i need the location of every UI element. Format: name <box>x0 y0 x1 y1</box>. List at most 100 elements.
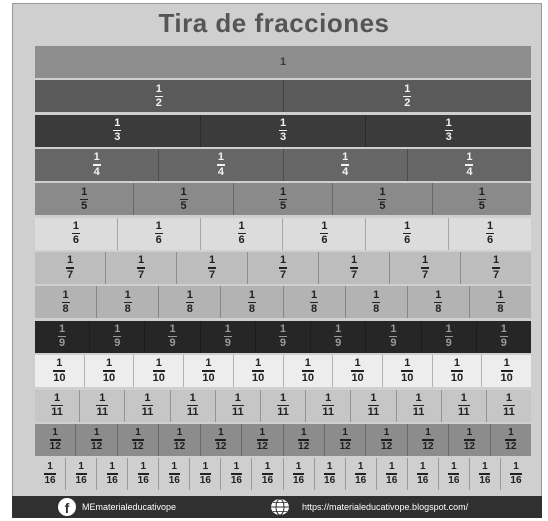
fraction-numerator: 1 <box>300 427 307 439</box>
fraction-numerator: 1 <box>466 151 473 164</box>
fraction-numerator: 1 <box>171 461 178 473</box>
fraction-denominator: 2 <box>155 97 162 110</box>
fraction-denominator: 4 <box>93 165 100 178</box>
fraction-bar <box>403 233 412 235</box>
fraction-numerator: 1 <box>279 391 287 404</box>
fraction-numerator: 1 <box>321 220 328 233</box>
fraction-bar <box>102 370 116 372</box>
footer-bar: f MEmaterialeducativope https://material… <box>12 496 542 518</box>
fraction-numerator: 1 <box>466 427 473 439</box>
website-link[interactable]: https://materialeducativope.blogspot.com… <box>302 502 469 512</box>
fraction-bar <box>341 164 350 166</box>
fraction-denominator: 7 <box>208 268 216 281</box>
fraction-denominator: 5 <box>379 200 386 213</box>
fraction-bar <box>444 129 453 132</box>
fraction-bar <box>96 404 109 407</box>
fraction-bar <box>173 439 186 441</box>
fraction-numerator: 1 <box>255 357 262 370</box>
fraction-denominator: 16 <box>44 474 56 486</box>
fraction-denominator: 16 <box>324 474 336 486</box>
fraction-numerator: 1 <box>383 427 390 439</box>
fraction-numerator: 1 <box>482 461 488 473</box>
fraction-numerator: 1 <box>370 391 377 404</box>
fraction-numerator: 1 <box>497 288 504 301</box>
fraction-numerator: 1 <box>415 391 422 404</box>
fraction-denominator: 4 <box>217 165 224 178</box>
fraction-row-1: 1 <box>35 46 531 78</box>
fraction-denominator: 12 <box>463 440 475 452</box>
fraction-numerator: 1 <box>155 357 162 370</box>
fraction-bar <box>51 404 63 407</box>
fraction-bar <box>141 404 154 407</box>
fraction-numerator: 1 <box>66 254 74 267</box>
fraction-bar <box>491 267 501 269</box>
fraction-denominator: 8 <box>62 303 69 316</box>
facebook-icon[interactable]: f <box>58 498 76 516</box>
fraction-numerator: 1 <box>350 254 358 267</box>
fraction-bar <box>503 404 515 407</box>
facebook-handle[interactable]: MEmaterialeducativope <box>82 502 177 512</box>
fraction-denominator: 9 <box>59 337 66 350</box>
fraction-bar <box>322 404 335 407</box>
fraction-denominator: 16 <box>137 474 149 486</box>
fraction-numerator: 1 <box>99 391 106 404</box>
fraction-numerator: 1 <box>478 185 485 198</box>
fraction-numerator: 1 <box>379 185 386 198</box>
fraction-denominator: 8 <box>124 303 131 316</box>
fraction-numerator: 1 <box>460 391 467 404</box>
fraction-denominator: 8 <box>311 303 318 316</box>
fraction-numerator: 1 <box>513 461 519 473</box>
fraction-bar <box>185 301 194 304</box>
fraction-denominator: 6 <box>155 234 162 247</box>
fraction-numerator: 1 <box>445 323 452 336</box>
fraction-numerator: 1 <box>114 116 121 129</box>
fraction-bar <box>339 439 351 441</box>
fraction-numerator: 1 <box>56 357 63 370</box>
fraction-denominator: 5 <box>180 200 187 213</box>
